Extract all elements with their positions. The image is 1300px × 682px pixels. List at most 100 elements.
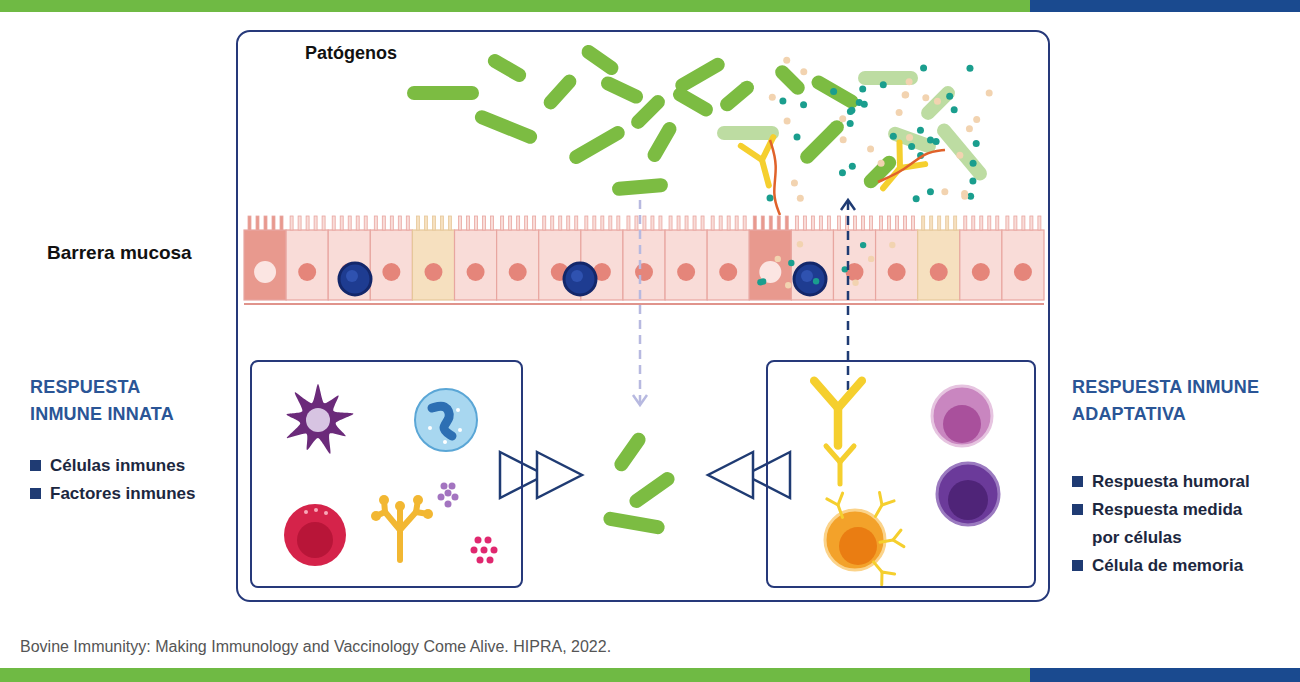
pathogen-rod — [772, 62, 807, 97]
microvillus — [922, 216, 925, 230]
epithelial-cell — [286, 230, 328, 300]
microvillus — [819, 216, 822, 230]
cytokine-dot — [449, 483, 456, 490]
microvillus — [869, 216, 872, 230]
cell-nucleus — [948, 480, 988, 520]
microvillus — [727, 216, 730, 230]
factor-dot — [941, 188, 948, 195]
pathogen-label: Patógenos — [305, 43, 445, 64]
microvillus — [264, 216, 267, 230]
factor-dot — [913, 195, 920, 202]
antibody — [826, 446, 854, 484]
pathogen-rod — [670, 85, 715, 119]
cytokine-dot — [475, 537, 482, 544]
antibody — [879, 530, 904, 551]
cell-nucleus — [888, 263, 906, 281]
invasion-arrow — [639, 200, 642, 403]
factor-dot — [966, 125, 973, 132]
microvillus — [761, 216, 764, 230]
microvillus — [785, 216, 788, 230]
bullet-row: Célula de memoria — [1072, 552, 1272, 580]
factor-dot — [880, 81, 887, 88]
brand-bar — [1030, 0, 1300, 12]
microvillus — [896, 216, 899, 230]
factor-dot — [849, 163, 856, 170]
microvillus — [888, 216, 891, 230]
eosinophil — [284, 504, 346, 566]
microvillus — [811, 216, 814, 230]
macrophage-tip — [413, 495, 423, 505]
factor-dot — [784, 118, 791, 125]
microvillus — [382, 216, 385, 230]
response-legend: RESPUESTA INMUNE INNATACélulas inmunesFa… — [30, 374, 230, 508]
antibody-arms — [876, 567, 895, 585]
adaptive-cells — [814, 381, 999, 585]
microvillus — [777, 216, 780, 230]
bullet-square — [1072, 504, 1083, 515]
lymphocyte-core — [801, 270, 813, 282]
opsonized-pathogen — [918, 83, 958, 123]
microvillus — [643, 216, 646, 230]
response-legend: RESPUESTA INMUNE ADAPTATIVARespuesta hum… — [1072, 374, 1272, 580]
antibody — [870, 142, 925, 199]
binding-strand — [770, 140, 780, 215]
bullet-square — [30, 460, 41, 471]
factor-dot — [791, 179, 798, 186]
factor-dot — [922, 94, 929, 101]
factor-dot — [961, 193, 968, 200]
pathogen-rod — [809, 73, 861, 111]
microvillus — [861, 216, 864, 230]
antibody-stem — [762, 160, 769, 186]
microvillus — [735, 216, 738, 230]
factor-dot — [839, 115, 846, 122]
epithelial-cell — [623, 230, 665, 300]
factor-dot — [852, 280, 858, 286]
factor-dot — [769, 94, 776, 101]
opsonized-pathogen — [934, 121, 990, 184]
cell-nucleus — [254, 261, 276, 283]
pathogen-rod — [861, 153, 899, 191]
microvillus — [575, 216, 578, 230]
factor-dot — [783, 57, 790, 64]
microvillus — [256, 216, 259, 230]
microvillus — [651, 216, 654, 230]
factor-dot — [775, 256, 781, 262]
microvillus — [551, 216, 554, 230]
microvillus — [416, 216, 419, 230]
pathogen-rod — [602, 511, 665, 536]
antibody-arms — [887, 142, 925, 178]
microvillus — [306, 216, 309, 230]
factor-dot — [797, 195, 804, 202]
epithelial-cell — [749, 230, 791, 300]
bullet-row: Respuesta humoral — [1072, 468, 1272, 496]
microvillus — [1014, 216, 1017, 230]
microvillus — [593, 216, 596, 230]
antibody-stem — [838, 505, 843, 517]
microvillus — [753, 216, 756, 230]
microvillus — [609, 216, 612, 230]
microvillus — [290, 216, 293, 230]
pathogen-rod — [407, 86, 479, 100]
microvillus — [1006, 216, 1009, 230]
microvillus — [356, 216, 359, 230]
bullet-square — [1072, 476, 1083, 487]
attack-chevron — [537, 452, 582, 498]
cell-nucleus — [467, 263, 485, 281]
microvillus — [954, 216, 957, 230]
antibody-arms — [875, 492, 894, 509]
factor-dot — [889, 242, 895, 248]
factor-dot — [847, 108, 854, 115]
factor-dot — [779, 98, 786, 105]
epithelial-cell — [1002, 230, 1044, 300]
microvillus — [912, 216, 915, 230]
epithelial-cell — [876, 230, 918, 300]
microvillus — [567, 216, 570, 230]
epithelial-cell — [412, 230, 454, 300]
mucosal-barrier-band: Barrera mucosa — [244, 215, 1044, 305]
microvillus — [314, 216, 317, 230]
microvillus — [559, 216, 562, 230]
attack-chevron — [708, 452, 753, 498]
macrophage-branch — [397, 508, 403, 530]
antibody-stem — [880, 540, 893, 542]
microvillus — [483, 216, 486, 230]
